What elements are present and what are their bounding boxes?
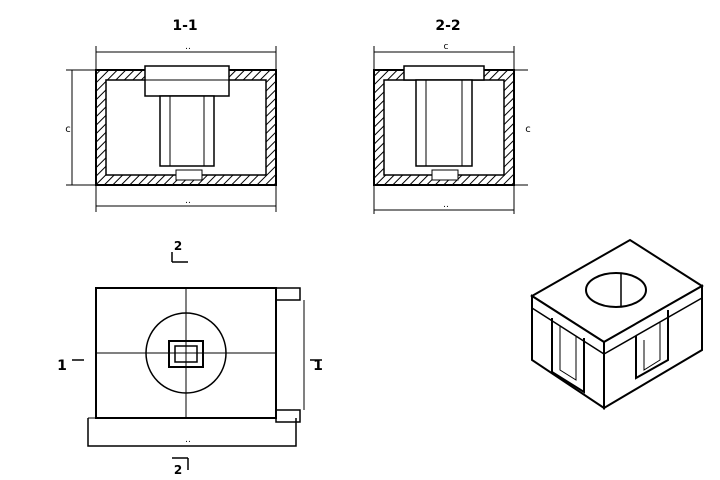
iso-right-slot bbox=[635, 310, 669, 380]
plan-tab-bottom bbox=[275, 409, 301, 423]
section-2-2-view: 2-2 c c .. bbox=[373, 18, 531, 214]
plan-square-opening-outer bbox=[168, 340, 204, 368]
dim-bottom-1-1 bbox=[95, 185, 277, 212]
dim-bottom-2-2-label: .. bbox=[443, 200, 449, 210]
iso-right-face bbox=[603, 284, 703, 410]
section-2-2-sleeve bbox=[415, 79, 473, 167]
section-marker-bottom bbox=[172, 457, 189, 470]
dim-left-1-1-label: c bbox=[65, 124, 71, 135]
section-marker-left-label: 1 bbox=[57, 358, 67, 374]
dim-bottom-plan-label: .. bbox=[185, 435, 191, 445]
plan-base-slab bbox=[87, 418, 297, 447]
dim-top-1-1-label: .. bbox=[185, 42, 191, 52]
section-2-2-title: 2-2 bbox=[435, 18, 460, 34]
dim-top-2-2-label: c bbox=[444, 42, 449, 52]
section-1-1-view: 1-1 .. c . bbox=[65, 18, 277, 212]
section-marker-right-label: 1 bbox=[313, 358, 323, 374]
plan-tab-top bbox=[275, 287, 301, 301]
plan-circular-opening bbox=[145, 312, 227, 394]
iso-circular-hole bbox=[585, 272, 647, 308]
section-1-1-sleeve bbox=[159, 95, 215, 167]
dim-top-2-2 bbox=[373, 46, 515, 70]
dim-right-2-2 bbox=[514, 69, 528, 186]
isometric-view bbox=[530, 238, 704, 410]
dim-top-1-1 bbox=[95, 46, 277, 70]
section-marker-bottom-label: 2 bbox=[174, 463, 182, 477]
dim-left-1-1 bbox=[66, 69, 96, 186]
section-1-1-cap bbox=[144, 65, 230, 97]
plan-view: 2 1 1 .. 2 bbox=[57, 239, 323, 477]
dim-bottom-1-1-label: .. bbox=[185, 196, 191, 206]
iso-left-slot bbox=[551, 318, 585, 394]
section-1-1-title: 1-1 bbox=[172, 18, 197, 34]
dim-right-2-2-label: c bbox=[525, 124, 531, 135]
plan-square-opening-inner bbox=[174, 345, 198, 363]
dim-bottom-2-2 bbox=[373, 185, 515, 214]
section-marker-top bbox=[171, 252, 188, 263]
section-marker-top-label: 2 bbox=[174, 239, 182, 253]
